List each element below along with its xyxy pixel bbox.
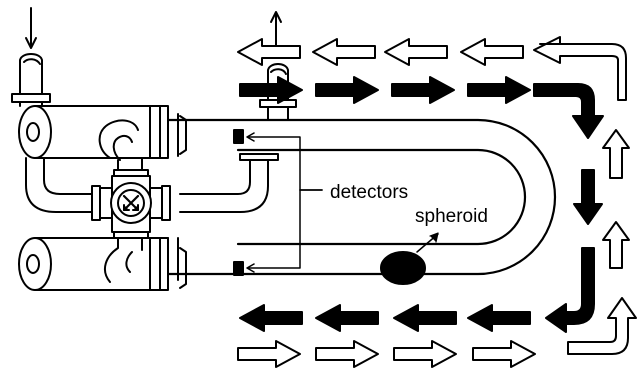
outer-arrow-corner-bottom <box>567 297 637 355</box>
inner-arrow-bottom-2 <box>315 304 379 332</box>
inlet-pipe <box>11 53 51 107</box>
inner-arrow-bottom-1 <box>239 304 303 332</box>
outer-arrow-top-3 <box>384 38 448 66</box>
outer-arrow-corner-top <box>533 36 627 101</box>
inner-arrow-top-2 <box>315 76 379 104</box>
lower-cylinder <box>18 237 187 291</box>
spheroid-label: spheroid <box>415 206 488 227</box>
detector-lower <box>233 261 244 276</box>
outer-flow-arrows <box>237 36 637 368</box>
detector-upper <box>233 129 244 144</box>
inner-arrow-bottom-4 <box>467 304 531 332</box>
inner-arrow-corner-top <box>533 83 604 139</box>
outer-arrow-bottom-2 <box>315 340 379 368</box>
detectors-label: detectors <box>330 182 408 203</box>
inner-arrow-top-3 <box>391 76 455 104</box>
inner-arrow-right-1 <box>573 169 603 225</box>
inner-arrow-corner-bottom <box>545 247 595 333</box>
outer-arrow-bottom-1 <box>237 340 301 368</box>
outer-arrow-top-4 <box>460 38 524 66</box>
bypass-piping <box>25 119 279 283</box>
detectors <box>233 129 323 276</box>
outer-arrow-bottom-3 <box>393 340 457 368</box>
outer-arrow-top-2 <box>312 38 376 66</box>
inner-flow-arrows <box>239 76 604 333</box>
inner-arrow-top-4 <box>467 76 531 104</box>
spheroid <box>380 251 426 285</box>
inflow-arrow-icon <box>25 7 37 49</box>
outer-arrow-bottom-4 <box>472 340 536 368</box>
four-way-valve-icon <box>91 169 171 239</box>
inner-arrow-bottom-3 <box>393 304 457 332</box>
outer-arrow-right-1 <box>602 129 630 179</box>
outer-arrow-top-1 <box>237 38 301 66</box>
outer-arrow-right-2 <box>602 221 630 269</box>
